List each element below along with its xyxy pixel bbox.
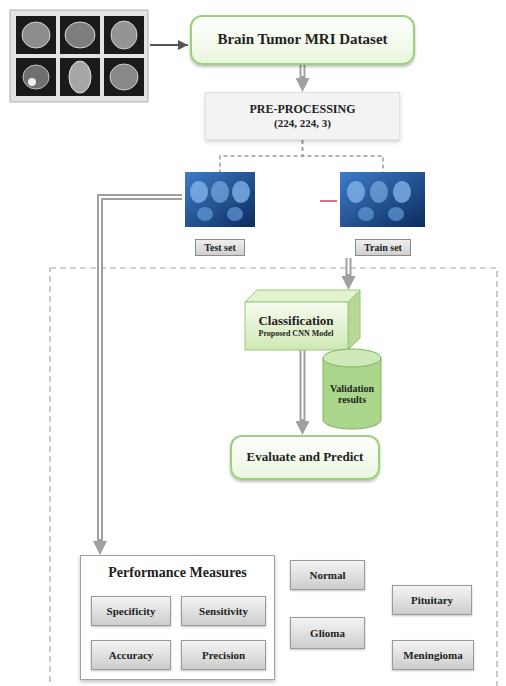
model-region: [50, 268, 497, 686]
connector-line: [346, 258, 352, 276]
node-sublabel: (224, 224, 3): [274, 117, 331, 130]
connector-line: [220, 140, 303, 172]
connector: [302, 65, 303, 78]
node-label: Evaluate and Predict: [247, 450, 364, 465]
node-label: Normal: [309, 569, 345, 582]
node-label: Classification: [258, 314, 333, 329]
results-cylinder: Validation results: [322, 348, 382, 430]
node-label: Glioma: [310, 627, 345, 640]
connector-core: [100, 197, 182, 539]
connector: [303, 140, 384, 172]
node-label: Pituitary: [411, 594, 453, 607]
input-arrow: [150, 44, 188, 46]
metric-button: Sensitivity: [181, 596, 266, 626]
node-label: Meningioma: [403, 649, 462, 662]
test-images: [185, 172, 255, 227]
node-label: Test set: [195, 239, 245, 257]
class-box: Normal: [290, 560, 365, 590]
class-box: Pituitary: [392, 585, 472, 615]
node-label: Train set: [355, 239, 411, 257]
connector-line: [303, 140, 384, 172]
node-label: Performance Measures: [108, 565, 247, 581]
process-box: PRE-PROCESSING(224, 224, 3): [205, 92, 400, 140]
split-set: Train set: [337, 172, 429, 258]
node-label: Precision: [202, 649, 245, 662]
metric-button: Specificity: [91, 596, 171, 626]
node-label: Accuracy: [109, 649, 154, 662]
metric-button: Precision: [181, 640, 266, 670]
connector-core: [302, 350, 304, 419]
model-box: ClassificationProposed CNN Model: [245, 290, 360, 350]
mri-samples: [10, 10, 148, 102]
measures-panel: Performance MeasuresSpecificity Sensitivi…: [80, 555, 275, 680]
node-label: PRE-PROCESSING: [249, 103, 355, 117]
connector: [348, 258, 349, 276]
class-box: Meningioma: [392, 640, 474, 670]
node-label: Specificity: [107, 605, 156, 618]
connector-line: [300, 350, 306, 421]
dataset-box: Brain Tumor MRI Dataset: [190, 15, 415, 65]
split-set: Test set: [182, 172, 258, 258]
connector-core: [302, 65, 304, 76]
connector: [100, 197, 182, 541]
connector-line: [300, 65, 306, 78]
connector-line: [100, 197, 182, 541]
connector: [220, 140, 303, 172]
process-box: Evaluate and Predict: [230, 435, 380, 480]
metric-button: Accuracy: [91, 640, 171, 670]
node-label: Validation results: [324, 383, 380, 406]
node-sublabel: Proposed CNN Model: [259, 329, 334, 338]
train-images: [340, 172, 425, 227]
class-box: Glioma: [290, 617, 365, 649]
connector: [302, 350, 303, 421]
node-label: Brain Tumor MRI Dataset: [217, 31, 387, 48]
node-label: Sensitivity: [199, 605, 248, 618]
connector-core: [348, 258, 350, 274]
accent-line: [320, 200, 337, 202]
